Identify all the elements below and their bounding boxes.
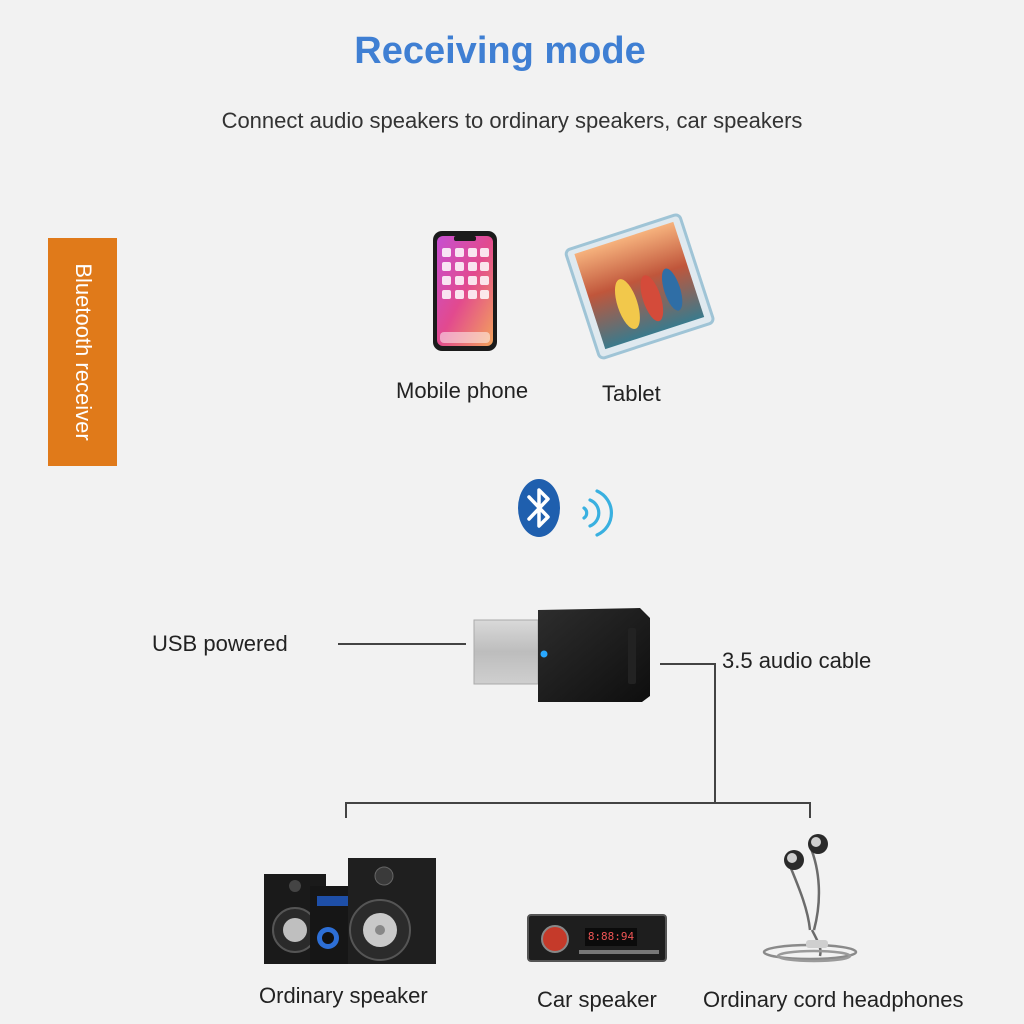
- audio-cable-label: 3.5 audio cable: [722, 648, 872, 673]
- bluetooth-receiver-tag: Bluetooth receiver: [48, 238, 117, 466]
- headphones-label: Ordinary cord headphones: [703, 987, 964, 1012]
- bluetooth-receiver-device: [473, 608, 650, 702]
- car-stereo-image: 8:88:94: [527, 914, 667, 962]
- page-subtitle: Connect audio speakers to ordinary speak…: [221, 108, 803, 133]
- bluetooth-icon: [518, 479, 560, 537]
- tablet-label: Tablet: [602, 381, 661, 406]
- signal-waves-icon: [582, 489, 614, 537]
- tablet-image: [564, 213, 715, 360]
- ordinary-speaker-label: Ordinary speaker: [259, 983, 428, 1008]
- car-stereo-knob: [541, 925, 569, 953]
- mobile-phone-image: [433, 231, 497, 351]
- car-speaker-label: Car speaker: [537, 987, 657, 1012]
- headphones-image: [762, 834, 858, 963]
- page-title: Receiving mode: [354, 30, 646, 72]
- car-stereo-buttons: [579, 950, 659, 954]
- usb-powered-label: USB powered: [152, 631, 288, 656]
- car-stereo-display: 8:88:94: [585, 928, 637, 946]
- ordinary-speaker-image: [264, 858, 436, 964]
- mobile-phone-label: Mobile phone: [396, 378, 529, 403]
